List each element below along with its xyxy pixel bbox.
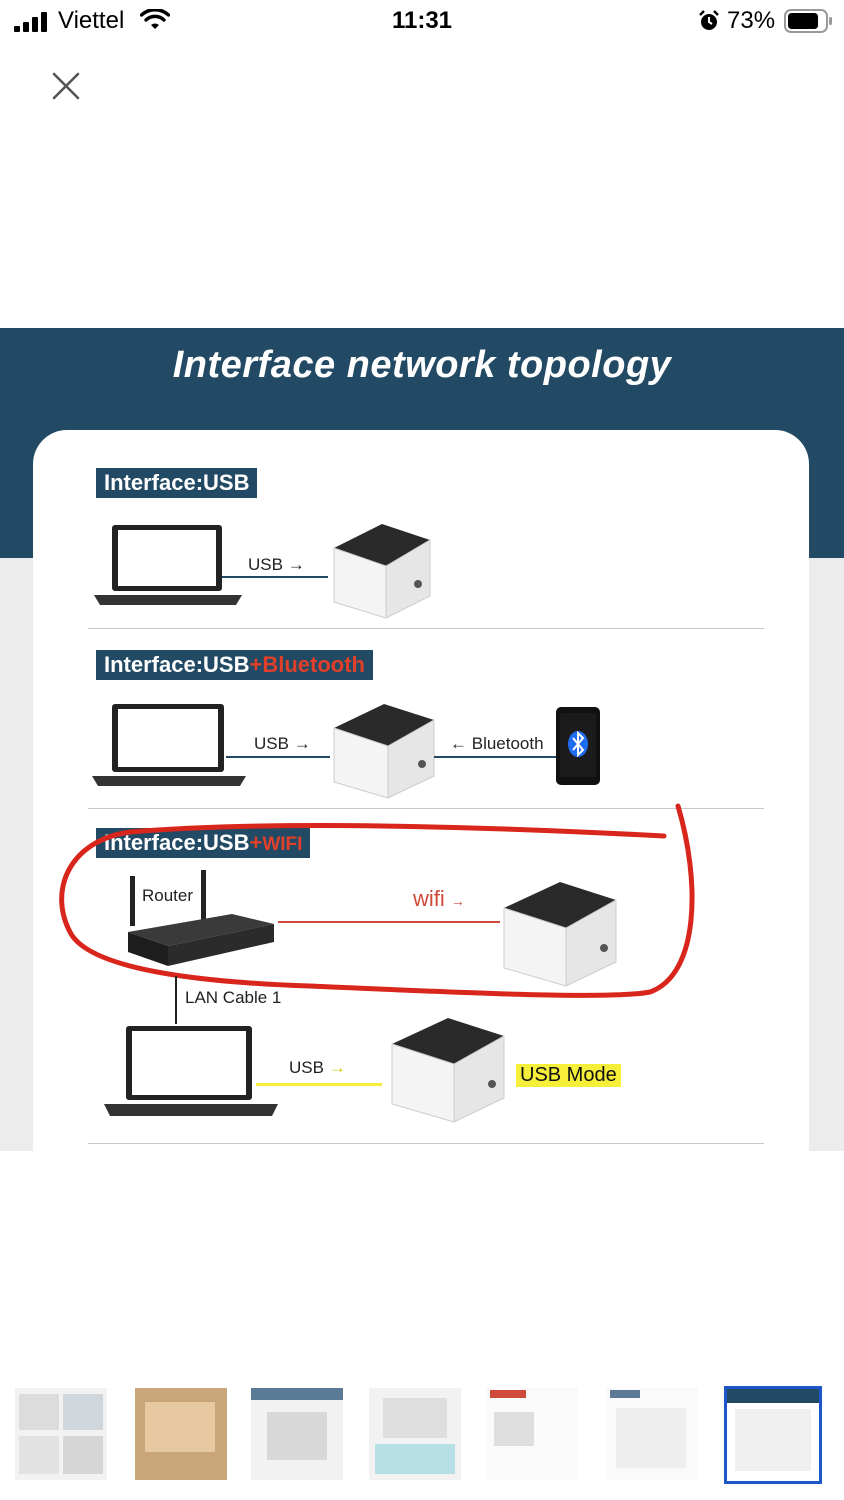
- thumbnail-strip: [0, 1386, 844, 1484]
- thumbnail-7-selected[interactable]: [724, 1386, 822, 1484]
- annotation-circle: [59, 803, 695, 998]
- battery-percent: 73%: [727, 7, 776, 34]
- tag-label: Interface:USB: [104, 652, 250, 677]
- usb-label: USB →: [254, 734, 311, 753]
- bluetooth-label: ← Bluetooth: [450, 734, 544, 753]
- wifi-icon: [140, 9, 170, 29]
- signal-icon: [14, 12, 47, 32]
- product-image[interactable]: Interface network topology Interface:USB…: [0, 328, 844, 1151]
- carrier-name: Viettel: [58, 7, 125, 34]
- tag-accent: WIFI: [262, 834, 303, 855]
- clock: 11:31: [391, 7, 453, 34]
- alarm-icon: [699, 10, 719, 30]
- tag-accent: Bluetooth: [262, 652, 365, 677]
- router-label: Router: [142, 886, 194, 905]
- laptop-icon: [104, 1026, 278, 1116]
- usb-label: USB →: [289, 1058, 346, 1077]
- tag-interface-usb-wifi: Interface:USB+WIFI: [96, 828, 311, 858]
- laptop-icon: [94, 525, 242, 605]
- section-divider: [88, 628, 764, 629]
- printer-icon: [503, 882, 617, 987]
- image-title: Interface network topology: [172, 344, 672, 386]
- thumbnail-3[interactable]: [251, 1388, 343, 1480]
- wifi-link-line: [278, 921, 500, 923]
- usb-cable-line: [256, 1083, 382, 1086]
- section-divider: [88, 808, 764, 809]
- close-icon: [52, 72, 80, 100]
- thumbnail-4[interactable]: [369, 1388, 461, 1480]
- close-button[interactable]: [44, 64, 88, 108]
- tag-label: Interface:USB: [104, 470, 250, 495]
- lan-cable-line: [175, 976, 177, 1024]
- bluetooth-link-line: [434, 756, 556, 758]
- thumbnail-5[interactable]: [486, 1388, 578, 1480]
- tag-interface-usb: Interface:USB: [96, 468, 258, 498]
- wifi-label: wifi →: [413, 886, 465, 911]
- usb-cable-line: [226, 756, 330, 758]
- lan-cable-label: LAN Cable 1: [185, 988, 282, 1007]
- usb-label: USB →: [248, 555, 305, 574]
- thumbnail-6[interactable]: [606, 1388, 698, 1480]
- tag-interface-usb-bluetooth: Interface:USB+Bluetooth: [96, 650, 373, 680]
- thumbnail-1[interactable]: [15, 1388, 107, 1480]
- status-bar: Viettel 11:31 73%: [0, 0, 844, 44]
- usb-mode-label: USB Mode: [516, 1064, 621, 1087]
- smartphone-icon: [556, 707, 600, 785]
- router-icon: [128, 870, 274, 966]
- section-divider: [88, 1143, 764, 1144]
- laptop-icon: [92, 704, 246, 786]
- usb-cable-line: [222, 576, 328, 578]
- printer-icon: [333, 704, 435, 799]
- thumbnail-2[interactable]: [135, 1388, 227, 1480]
- battery-icon: [784, 9, 832, 33]
- printer-icon: [333, 524, 431, 619]
- bluetooth-icon: [572, 730, 585, 758]
- printer-icon: [391, 1018, 505, 1123]
